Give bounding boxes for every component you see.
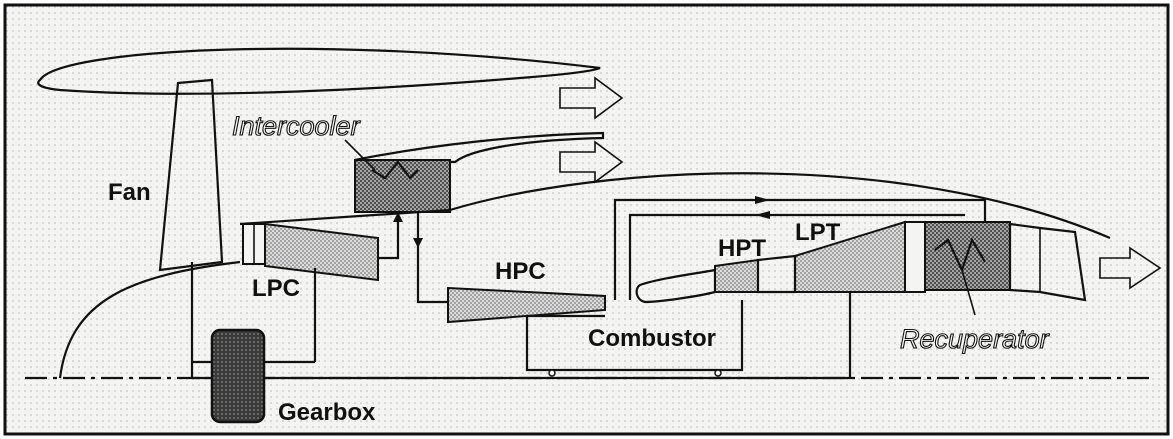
label-combustor: Combustor (588, 325, 716, 352)
gearbox-block (212, 330, 264, 422)
label-lpt: LPT (795, 219, 841, 246)
label-gearbox: Gearbox (278, 399, 376, 426)
label-hpt: HPT (718, 235, 766, 262)
hpt-body (715, 260, 758, 292)
label-fan: Fan (108, 179, 151, 206)
label-intercooler: Intercooler (232, 111, 361, 141)
bearing-left (549, 370, 555, 376)
label-hpc: HPC (495, 258, 546, 285)
label-recuperator: Recuperator (900, 324, 1050, 354)
turbine-exit-frame (905, 222, 925, 292)
bearing-right (715, 370, 721, 376)
label-lpc: LPC (252, 275, 300, 302)
